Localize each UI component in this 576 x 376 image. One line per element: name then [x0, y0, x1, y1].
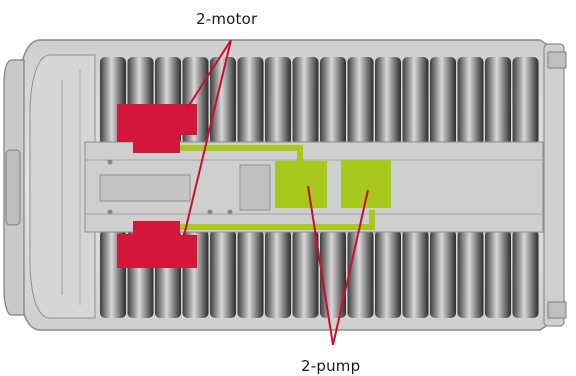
battery-cell — [512, 230, 539, 318]
rear-edge — [543, 43, 565, 327]
frame-plate — [239, 164, 271, 211]
battery-cell — [430, 230, 456, 318]
motor-block-lower — [117, 221, 197, 268]
motor-block-upper — [117, 104, 197, 153]
battery-cell — [265, 57, 291, 145]
battery-cell — [320, 57, 346, 145]
hydraulic-line-upper — [178, 145, 303, 165]
battery-cell — [430, 57, 456, 145]
battery-cell — [210, 57, 236, 145]
battery-cell — [237, 57, 264, 145]
rear-bracket-top — [547, 51, 567, 69]
pumps — [275, 160, 391, 208]
bolt — [227, 209, 233, 215]
hydraulic-line-lower — [178, 210, 375, 230]
battery-cell — [402, 230, 429, 318]
bumper-detail — [5, 149, 21, 226]
motor-callout-line — [187, 39, 232, 108]
battery-cell — [375, 57, 401, 145]
battery-cell — [375, 230, 401, 318]
battery-cell — [347, 230, 374, 318]
battery-cell — [320, 230, 346, 318]
frame-plate — [99, 174, 191, 202]
pump-block-left — [275, 161, 327, 208]
motors — [117, 104, 197, 268]
battery-cell — [485, 57, 511, 145]
pump-callout-line — [332, 189, 369, 346]
pump-label: 2-pump — [301, 357, 361, 375]
bolt — [107, 209, 113, 215]
battery-row-top — [100, 57, 539, 145]
battery-cell — [237, 230, 264, 318]
motor-label: 2-motor — [196, 10, 258, 28]
battery-cell — [402, 57, 429, 145]
battery-cell — [485, 230, 511, 318]
battery-cell — [210, 230, 236, 318]
motor-callout-line — [182, 39, 232, 241]
hydraulic-lines — [178, 145, 375, 230]
callout-lines — [182, 39, 369, 346]
battery-cell — [347, 57, 374, 145]
battery-cell — [457, 230, 484, 318]
battery-cell — [512, 57, 539, 145]
battery-cell — [292, 57, 319, 145]
bolt — [207, 209, 213, 215]
battery-cell — [457, 57, 484, 145]
battery-cell — [265, 230, 291, 318]
bolt — [107, 159, 113, 165]
pump-callout-line — [307, 185, 334, 346]
rear-bracket-bottom — [547, 301, 567, 319]
battery-cell — [292, 230, 319, 318]
